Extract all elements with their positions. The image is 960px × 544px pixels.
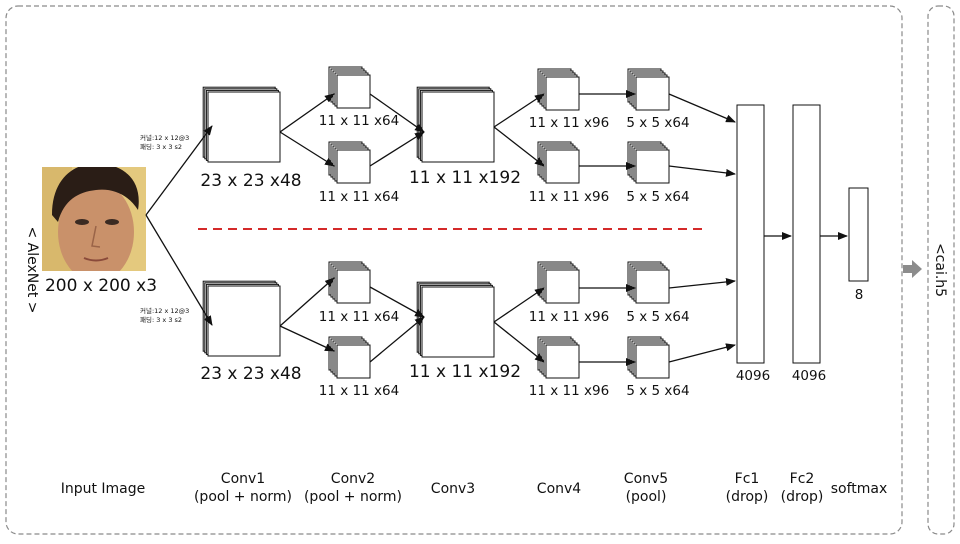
conv1-bottom-stack: [202, 280, 281, 357]
stage-label-softmax: softmax: [831, 481, 888, 497]
conv2-c-size: 11 x 11 x64: [319, 309, 399, 325]
stage-label-fc1: Fc1(drop): [726, 471, 769, 505]
connections: [145, 90, 848, 366]
conv5-b-size: 5 x 5 x64: [626, 189, 689, 205]
output-side-label: <cai.h5: [932, 243, 948, 297]
conv5-c-stack: [627, 261, 670, 304]
feature-maps: [202, 66, 869, 379]
conv1-bottom-size: 23 x 23 x48: [200, 364, 301, 384]
conv4-c-stack: [537, 261, 580, 304]
conv5-d-stack: [627, 336, 670, 379]
conv2-b-to-conv3-top: [369, 131, 425, 167]
stage-label-conv5: Conv5(pool): [624, 471, 668, 505]
stage-labels: Input Image Conv1(pool + norm) Conv2(pool …: [61, 471, 888, 505]
output-frame: [927, 5, 955, 535]
conv5-b-to-fc1: [668, 165, 736, 177]
conv2-c-to-conv3-bottom: [369, 286, 425, 318]
input-to-conv1-top: [145, 125, 213, 216]
conv5-b-stack: [627, 141, 670, 184]
fc1-size: 4096: [736, 368, 770, 384]
conv2-d-stack: [328, 336, 371, 379]
stage-label-conv2: Conv2(pool + norm): [304, 471, 402, 505]
conv5-d-to-fc1: [668, 343, 736, 363]
conv4-d-size: 11 x 11 x96: [529, 383, 609, 399]
stage-label-conv3: Conv3: [431, 481, 475, 497]
conv2-b-stack: [328, 141, 371, 184]
conv5-a-to-fc1: [668, 93, 736, 123]
conv5-a-stack: [627, 68, 670, 111]
svg-text:패딩: 3 x 3 s2: 패딩: 3 x 3 s2: [140, 315, 182, 324]
conv4-a-size: 11 x 11 x96: [529, 115, 609, 131]
conv2-d-to-conv3-bottom: [369, 316, 425, 363]
stage-label-conv1: Conv1(pool + norm): [194, 471, 292, 505]
conv3-bottom-to-conv4-c: [493, 287, 545, 323]
stage-label-conv4: Conv4: [537, 481, 581, 497]
input-face-image: [42, 167, 146, 271]
kernel-note-bottom: 커널:12 x 12@3 패딩: 3 x 3 s2: [140, 306, 189, 324]
conv2-c-stack: [328, 261, 371, 304]
input-to-conv1-bottom: [145, 214, 213, 326]
kernel-note-top: 커널:12 x 12@3 패딩: 3 x 3 s2: [140, 133, 189, 151]
conv4-d-stack: [537, 336, 580, 379]
conv5-c-size: 5 x 5 x64: [626, 309, 689, 325]
conv4-a-stack: [537, 68, 580, 111]
conv2-a-size: 11 x 11 x64: [319, 113, 399, 129]
conv4-c-size: 11 x 11 x96: [529, 309, 609, 325]
conv3-top-stack: [416, 86, 495, 163]
conv3-bottom-to-conv4-d: [493, 321, 545, 363]
main-frame: [5, 5, 903, 535]
conv1-top-size: 23 x 23 x48: [200, 171, 301, 191]
fc2-size: 4096: [792, 368, 826, 384]
conv1-bottom-to-conv2-c: [279, 277, 335, 327]
conv1-bottom-to-conv2-d: [279, 325, 335, 352]
conv5-c-to-fc1: [668, 277, 736, 289]
fc1-block: [736, 104, 765, 364]
stage-label-fc2: Fc2(drop): [781, 471, 824, 505]
conv5-d-size: 5 x 5 x64: [626, 383, 689, 399]
conv3-top-to-conv4-a: [493, 93, 545, 128]
conv3-bottom-stack: [416, 281, 495, 358]
svg-text:커널:12 x 12@3: 커널:12 x 12@3: [140, 306, 189, 315]
svg-text:커널:12 x 12@3: 커널:12 x 12@3: [140, 133, 189, 142]
conv3-top-to-conv4-b: [493, 126, 545, 167]
conv3-bottom-size: 11 x 11 x192: [409, 362, 521, 382]
conv1-top-to-conv2-b: [279, 131, 335, 167]
svg-text:패딩: 3 x 3 s2: 패딩: 3 x 3 s2: [140, 142, 182, 151]
conv3-top-size: 11 x 11 x192: [409, 168, 521, 188]
softmax-block: [848, 187, 869, 282]
alexnet-side-label: < AlexNet >: [24, 226, 40, 313]
conv1-top-stack: [202, 86, 281, 163]
conv4-b-size: 11 x 11 x96: [529, 189, 609, 205]
conv4-b-stack: [537, 141, 580, 184]
conv2-b-size: 11 x 11 x64: [319, 189, 399, 205]
conv2-a-stack: [328, 66, 371, 109]
fc2-block: [792, 104, 821, 364]
conv2-a-to-conv3-top: [369, 93, 425, 133]
softmax-size: 8: [855, 287, 864, 303]
stage-label-input: Input Image: [61, 481, 146, 497]
conv2-d-size: 11 x 11 x64: [319, 383, 399, 399]
conv5-a-size: 5 x 5 x64: [626, 115, 689, 131]
input-size-label: 200 x 200 x3: [45, 276, 157, 296]
conv1-top-to-conv2-a: [279, 93, 335, 133]
output-arrow: [903, 260, 922, 278]
